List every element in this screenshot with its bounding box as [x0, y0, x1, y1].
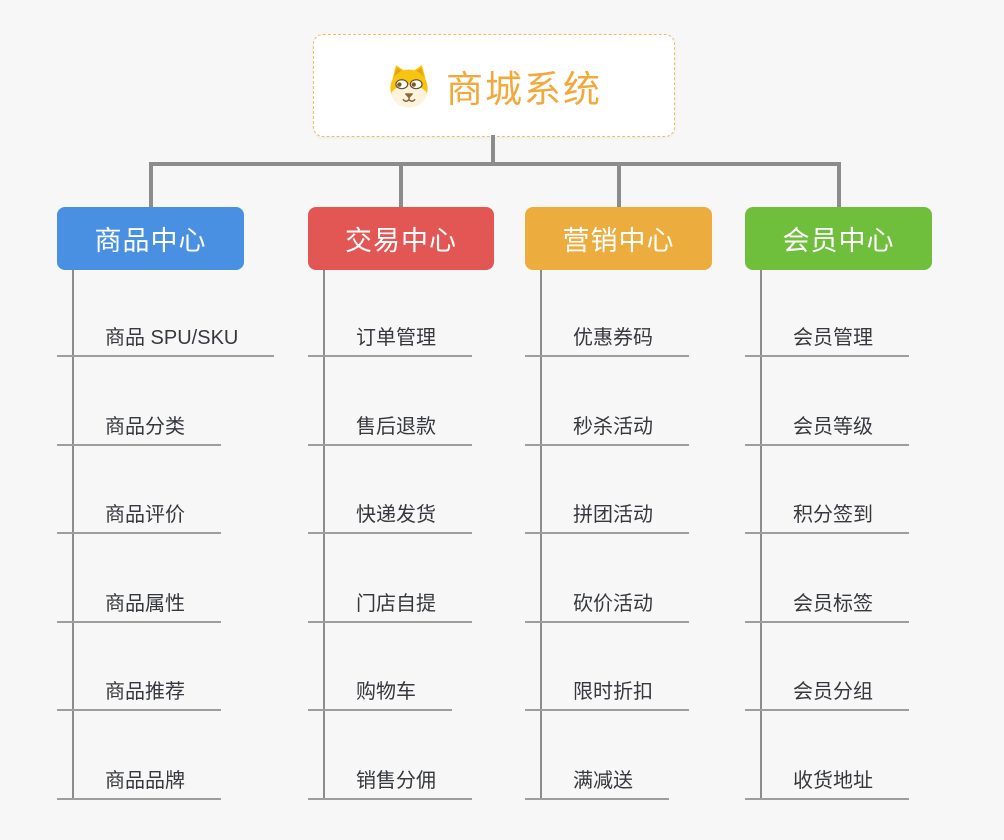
subtopic-0-0[interactable]: 商品 SPU/SKU — [57, 326, 275, 357]
branch-drop-line-3 — [836, 162, 841, 207]
branch-topic-label: 会员中心 — [782, 226, 895, 256]
subtopic-0-5[interactable]: 商品品牌 — [57, 769, 221, 800]
branch-topic-label: 交易中心 — [345, 226, 457, 256]
branch-topic-2[interactable]: 营销中心 — [525, 207, 712, 270]
branch-trunk-line-3 — [760, 270, 762, 800]
branch-trunk-line-1 — [323, 270, 325, 800]
subtopic-2-5[interactable]: 满减送 — [525, 769, 669, 800]
branch-drop-line-0 — [148, 162, 153, 207]
subtopic-2-2[interactable]: 拼团活动 — [525, 503, 689, 534]
branch-drop-line-1 — [399, 162, 403, 207]
subtopic-0-4[interactable]: 商品推荐 — [57, 680, 221, 711]
subtopic-1-1[interactable]: 售后退款 — [308, 415, 472, 446]
subtopic-1-2[interactable]: 快递发货 — [308, 503, 472, 534]
subtopic-1-5[interactable]: 销售分佣 — [308, 769, 472, 800]
subtopic-3-5[interactable]: 收货地址 — [745, 769, 909, 800]
branch-trunk-line-2 — [540, 270, 542, 800]
root-topic[interactable]: 商城系统 — [313, 34, 675, 137]
subtopic-0-1[interactable]: 商品分类 — [57, 415, 221, 446]
subtopic-2-4[interactable]: 限时折扣 — [525, 680, 689, 711]
subtopic-2-0[interactable]: 优惠券码 — [525, 326, 689, 357]
root-topic-label: 商城系统 — [446, 68, 602, 110]
subtopic-2-1[interactable]: 秒杀活动 — [525, 415, 689, 446]
branch-topic-1[interactable]: 交易中心 — [308, 207, 494, 270]
subtopic-3-2[interactable]: 积分签到 — [745, 503, 909, 534]
subtopic-1-0[interactable]: 订单管理 — [308, 326, 472, 357]
subtopic-3-3[interactable]: 会员标签 — [745, 592, 909, 623]
subtopic-2-3[interactable]: 砍价活动 — [525, 592, 689, 623]
subtopic-1-3[interactable]: 门店自提 — [308, 592, 472, 623]
subtopic-3-1[interactable]: 会员等级 — [745, 415, 909, 446]
branch-rail-line — [148, 162, 841, 166]
branch-trunk-line-0 — [72, 270, 74, 800]
branch-topic-0[interactable]: 商品中心 — [57, 207, 244, 270]
subtopic-3-0[interactable]: 会员管理 — [745, 326, 909, 357]
subtopic-0-2[interactable]: 商品评价 — [57, 503, 221, 534]
subtopic-0-3[interactable]: 商品属性 — [57, 592, 221, 623]
subtopic-3-4[interactable]: 会员分组 — [745, 680, 909, 711]
branch-drop-line-2 — [616, 162, 621, 207]
branch-topic-label: 营销中心 — [562, 226, 675, 256]
subtopic-1-4[interactable]: 购物车 — [308, 680, 452, 711]
branch-topic-label: 商品中心 — [94, 226, 207, 256]
dog-face-icon — [390, 64, 428, 108]
root-stem-line — [491, 135, 495, 166]
branch-topic-3[interactable]: 会员中心 — [745, 207, 932, 270]
